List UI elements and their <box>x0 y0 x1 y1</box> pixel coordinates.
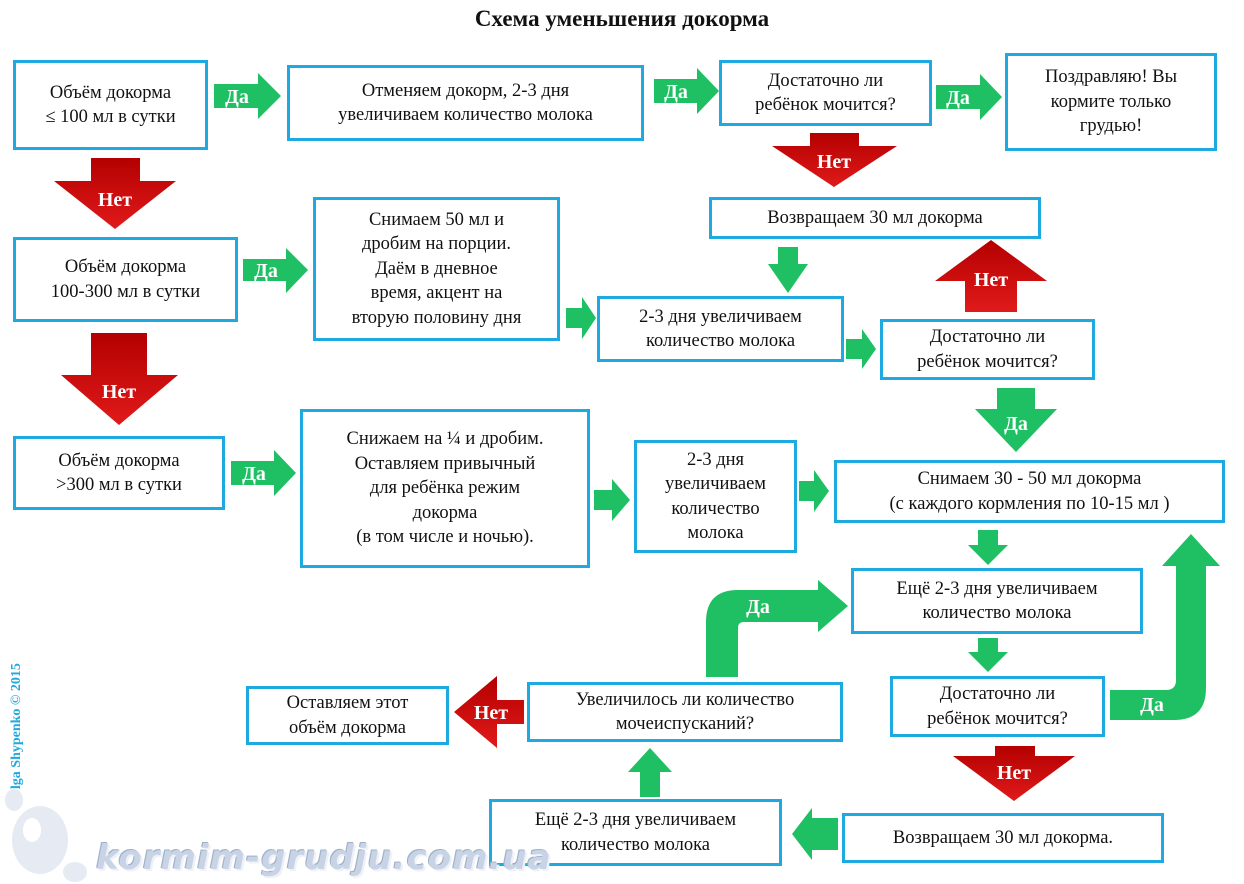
box-text: Достаточно ли ребёнок мочится? <box>927 684 1068 729</box>
arrow-up-1 <box>628 748 672 797</box>
arrow-no-3 <box>772 133 897 187</box>
box-text: Поздравляю! Вы кормите только грудью! <box>1044 67 1178 137</box>
arrow-no-2 <box>61 333 178 425</box>
box-text: Снижаем на ¼ и дробим. Оставляем привычн… <box>346 429 544 548</box>
box-increase-milk-4: Ещё 2-3 дня увеличиваем количество молок… <box>489 799 782 866</box>
label-yes-3: Да <box>946 87 970 109</box>
arrow-yes-4 <box>243 248 308 293</box>
arrow-no-4 <box>953 746 1075 801</box>
arrow-bent-yes-1 <box>706 580 848 677</box>
label-yes-6: Да <box>1004 413 1028 435</box>
label-yes-4: Да <box>254 260 278 282</box>
box-keep-volume: Оставляем этот объём докорма <box>246 686 449 745</box>
arrow-yes-2 <box>654 68 719 114</box>
box-remove-50ml: Снимаем 50 мл и дробим на порции. Даём в… <box>313 197 560 341</box>
label-yes-8: Да <box>1140 694 1164 716</box>
box-enough-urination-3: Достаточно ли ребёнок мочится? <box>890 676 1105 737</box>
label-yes-2: Да <box>664 81 688 103</box>
label-no-3: Нет <box>816 151 852 173</box>
box-text: Возвращаем 30 мл докорма. <box>892 827 1114 848</box>
arrow-no-1 <box>54 158 176 229</box>
box-text: Достаточно ли ребёнок мочится? <box>917 327 1058 372</box>
box-text: 2-3 дня увеличиваем количество молока <box>664 449 767 544</box>
box-increase-milk-2: 2-3 дня увеличиваем количество молока <box>634 440 797 553</box>
box-reduce-quarter: Снижаем на ¼ и дробим. Оставляем привычн… <box>300 409 590 568</box>
box-enough-urination-1: Достаточно ли ребёнок мочится? <box>719 60 932 126</box>
box-volume-over-300: Объём докорма >300 мл в сутки <box>13 436 225 510</box>
box-remove-30-50ml: Снимаем 30 - 50 мл докорма (с каждого ко… <box>834 460 1225 523</box>
box-increase-milk-1: 2-3 дня увеличиваем количество молока <box>597 296 844 362</box>
label-yes-1: Да <box>225 86 249 108</box>
box-text: Объём докорма 100-300 мл в сутки <box>50 257 201 302</box>
arrow-down-2 <box>968 530 1008 565</box>
box-text: 2-3 дня увеличиваем количество молока <box>639 306 802 352</box>
box-return-30ml-2: Возвращаем 30 мл докорма. <box>842 813 1164 863</box>
arrow-left-1 <box>792 808 838 860</box>
box-text: Снимаем 30 - 50 мл докорма (с каждого ко… <box>889 469 1170 514</box>
box-text: Достаточно ли ребёнок мочится? <box>755 70 896 116</box>
arrow-down-3 <box>968 638 1008 672</box>
box-text: Оставляем этот объём докорма <box>286 693 409 738</box>
arrow-small-4 <box>799 470 829 512</box>
box-cancel-supplement: Отменяем докорм, 2-3 дня увеличиваем кол… <box>287 65 644 141</box>
label-no-1: Нет <box>97 189 133 211</box>
label-no-5: Нет <box>473 702 509 724</box>
box-text: Отменяем докорм, 2-3 дня увеличиваем кол… <box>338 80 593 126</box>
label-yes-7: Да <box>746 596 770 618</box>
milk-drops-logo-icon <box>5 789 87 882</box>
diagram-title: Схема уменьшения докорма <box>474 6 770 31</box>
box-text: Ещё 2-3 дня увеличиваем количество молок… <box>534 810 737 855</box>
box-return-30ml-1: Возвращаем 30 мл докорма <box>709 197 1041 239</box>
box-urination-increased: Увеличилось ли количество мочеиспусканий… <box>527 682 843 742</box>
box-text: Объём докорма ≤ 100 мл в сутки <box>45 82 176 128</box>
box-increase-milk-3: Ещё 2-3 дня увеличиваем количество молок… <box>851 568 1143 634</box>
box-enough-urination-2: Достаточно ли ребёнок мочится? <box>880 319 1095 380</box>
arrow-bent-yes-2 <box>1110 534 1220 720</box>
arrow-yes-5 <box>231 450 296 496</box>
arrow-yes-1 <box>214 73 281 119</box>
box-text: Увеличилось ли количество мочеиспусканий… <box>575 689 795 735</box>
box-volume-under-100: Объём докорма ≤ 100 мл в сутки <box>13 60 208 150</box>
box-text: Ещё 2-3 дня увеличиваем количество молок… <box>896 578 1098 624</box>
box-text: Снимаем 50 мл и дробим на порции. Даём в… <box>351 209 522 328</box>
arrow-yes-3 <box>936 74 1002 120</box>
arrow-small-3 <box>594 479 630 521</box>
label-no-6: Нет <box>996 762 1032 784</box>
label-yes-5: Да <box>242 463 266 485</box>
arrow-down-1 <box>768 247 808 293</box>
box-congrats: Поздравляю! Вы кормите только грудью! <box>1005 53 1217 151</box>
arrow-small-1 <box>566 297 596 339</box>
arrow-no-left <box>454 676 524 748</box>
box-text: Объём докорма >300 мл в сутки <box>56 450 182 496</box>
arrow-yes-down <box>975 388 1057 452</box>
box-volume-100-300: Объём докорма 100-300 мл в сутки <box>13 237 238 322</box>
arrow-small-2 <box>846 329 876 369</box>
site-logo: kormim-grudju.com.ua <box>96 838 552 878</box>
label-no-2: Нет <box>101 381 137 403</box>
arrow-no-up <box>935 240 1047 312</box>
label-no-4: Нет <box>973 269 1009 291</box>
box-text: Возвращаем 30 мл докорма <box>767 207 983 228</box>
